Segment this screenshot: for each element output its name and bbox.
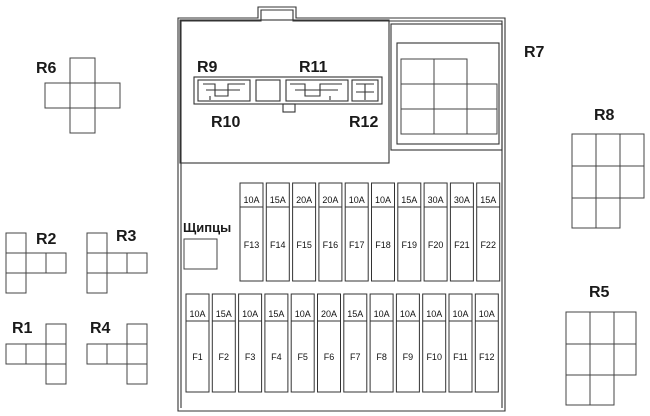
fuse-label: F11	[453, 352, 468, 362]
fuse-rating: 10A	[349, 195, 365, 205]
fuse-rating: 15A	[268, 309, 284, 319]
fuse-label: F1	[192, 352, 203, 362]
relay-label-r7: R7	[524, 44, 545, 61]
relay-r4	[86, 323, 148, 385]
fuse-rating: 10A	[452, 309, 468, 319]
fuse-rating: 20A	[321, 309, 337, 319]
fuse-rating: 10A	[400, 309, 416, 319]
fuse-f1[interactable]: 10A F1	[185, 293, 210, 393]
fuse-label: F5	[297, 352, 308, 362]
tweezers-label: Щипцы	[183, 220, 231, 235]
fuse-rating: 30A	[428, 195, 444, 205]
fuse-label: F2	[219, 352, 230, 362]
relay-r8	[571, 133, 645, 229]
relay-label-r12: R12	[349, 114, 378, 131]
fuse-f6[interactable]: 20A F6	[317, 293, 341, 393]
relay-label-r10: R10	[211, 114, 240, 131]
fuse-rating: 10A	[374, 309, 390, 319]
relay-r2	[5, 232, 67, 294]
fuse-f14[interactable]: 15A F14	[265, 182, 290, 282]
fuse-f16[interactable]: 20A F16	[318, 182, 343, 282]
fuse-rating: 20A	[296, 195, 312, 205]
fuse-rating: 15A	[401, 195, 417, 205]
fuse-f11[interactable]: 10A F11	[448, 293, 473, 393]
relay-label-r8: R8	[594, 107, 615, 124]
fuse-label: F17	[349, 240, 365, 250]
fuse-rating: 15A	[216, 309, 232, 319]
fuse-f2[interactable]: 15A F2	[211, 293, 236, 393]
fuse-f7[interactable]: 15A F7	[343, 293, 368, 393]
fuse-label: F21	[454, 240, 470, 250]
fuse-label: F19	[402, 240, 418, 250]
relay-label-r6: R6	[36, 60, 57, 77]
relay-label-r5: R5	[589, 284, 610, 301]
fuse-rating: 10A	[295, 309, 311, 319]
relay-label-r4: R4	[90, 320, 111, 337]
fuse-rating: 10A	[189, 309, 205, 319]
fuse-label: F9	[403, 352, 414, 362]
fuse-box-outline	[177, 6, 506, 412]
fuse-f18[interactable]: 10A F18	[371, 182, 395, 282]
fuse-f13[interactable]: 10A F13	[239, 182, 264, 282]
fuse-label: F20	[428, 240, 444, 250]
fuse-label: F12	[479, 352, 495, 362]
relay-label-r3: R3	[116, 228, 137, 245]
fuse-f15[interactable]: 20A F15	[292, 182, 317, 282]
fuse-label: F13	[244, 240, 260, 250]
fuse-f19[interactable]: 15A F19	[397, 182, 422, 282]
fuse-label: F3	[245, 352, 256, 362]
fuse-f4[interactable]: 15A F4	[264, 293, 289, 393]
relay-label-r11: R11	[299, 59, 328, 76]
fuse-label: F15	[296, 240, 312, 250]
relay-r3	[86, 232, 148, 294]
fuse-row-bottom: 10A F1 15A F2 10A F3 15A F4 10A F5 20A F6 15A F7 10A F8…	[185, 293, 499, 393]
fuse-box-inner-outline	[180, 9, 503, 408]
fuse-rating: 10A	[375, 195, 391, 205]
fuse-f5[interactable]: 10A F5	[290, 293, 315, 393]
fuse-label: F6	[324, 352, 335, 362]
r7-compartment	[390, 23, 503, 151]
fuse-label: F16	[323, 240, 339, 250]
fuse-rating: 10A	[426, 309, 442, 319]
fuse-rating: 20A	[322, 195, 338, 205]
tweezers-slot	[183, 238, 218, 270]
fuse-f12[interactable]: 10A F12	[474, 293, 499, 393]
fuse-rating: 15A	[270, 195, 286, 205]
fuse-f22[interactable]: 15A F22	[476, 182, 501, 282]
relay-label-r2: R2	[36, 231, 57, 248]
upper-relay-compartment	[179, 19, 390, 164]
fuse-label: F18	[375, 240, 391, 250]
fuse-f3[interactable]: 10A F3	[238, 293, 263, 393]
relay-label-r1: R1	[12, 320, 33, 337]
fuse-rating: 15A	[347, 309, 363, 319]
fuse-rating: 15A	[480, 195, 496, 205]
relay-r6	[44, 57, 121, 134]
fuse-label: F7	[350, 352, 361, 362]
fuse-label: F14	[270, 240, 286, 250]
fuse-label: F22	[480, 240, 496, 250]
relay-r5	[565, 311, 637, 406]
fuse-f9[interactable]: 10A F9	[395, 293, 420, 393]
fuse-f20[interactable]: 30A F20	[423, 182, 448, 282]
fuse-f8[interactable]: 10A F8	[369, 293, 394, 393]
fuse-row-top: 10A F13 15A F14 20A F15 20A F16 10A F17 10A F18 15A F…	[239, 182, 501, 282]
relay-r1	[5, 323, 67, 385]
relay-connector-strip	[193, 76, 383, 113]
relay-label-r9: R9	[197, 59, 218, 76]
relay-r7-block	[396, 42, 500, 145]
fuse-rating: 30A	[454, 195, 470, 205]
fuse-f21[interactable]: 30A F21	[449, 182, 474, 282]
fuse-f17[interactable]: 10A F17	[344, 182, 369, 282]
fuse-label: F4	[271, 352, 282, 362]
fuse-rating: 10A	[242, 309, 258, 319]
fuse-f10[interactable]: 10A F10	[422, 293, 447, 393]
fuse-rating: 10A	[243, 195, 259, 205]
fuse-label: F10	[426, 352, 442, 362]
fuse-label: F8	[376, 352, 387, 362]
fuse-rating: 10A	[479, 309, 495, 319]
